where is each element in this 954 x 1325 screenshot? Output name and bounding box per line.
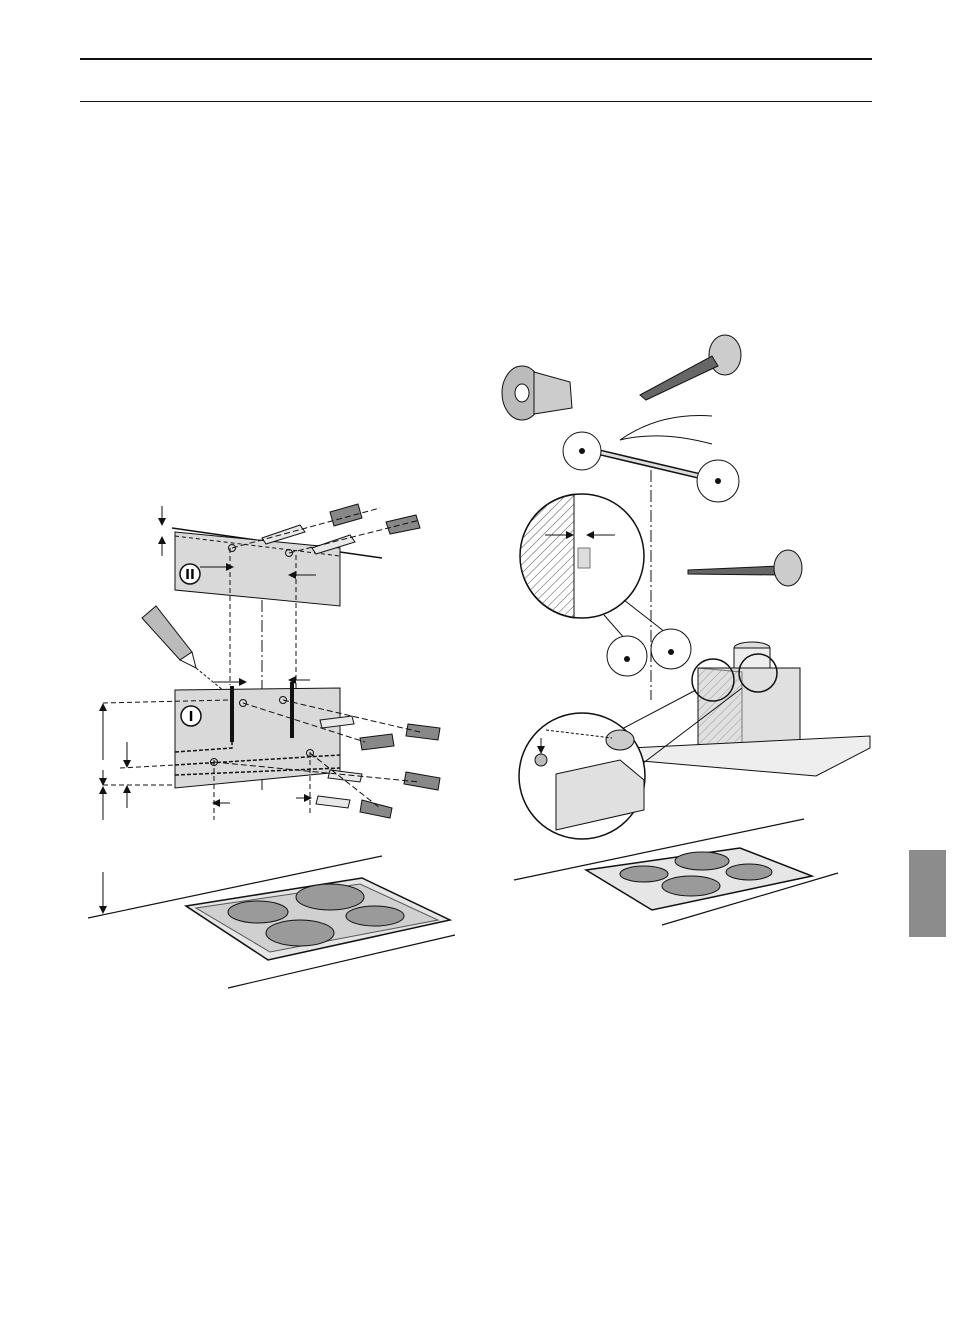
pencil-icon — [142, 606, 235, 700]
detail-magnifier-icon — [520, 494, 691, 676]
screw-icon — [640, 335, 741, 400]
right-figure — [502, 335, 870, 925]
left-figure: II — [88, 504, 455, 988]
template-lower-label: I — [189, 710, 194, 725]
template-upper-label: II — [185, 568, 195, 583]
template-upper: II — [175, 532, 340, 606]
wall-plug-icon — [502, 366, 572, 420]
hob-icon — [186, 878, 450, 960]
